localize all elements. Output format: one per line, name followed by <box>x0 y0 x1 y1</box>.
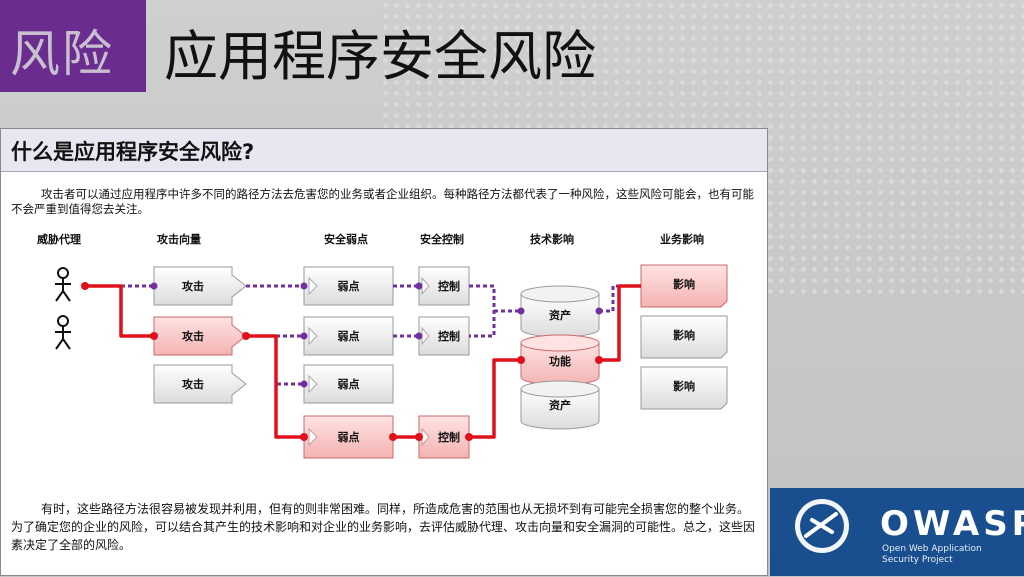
asset-label-2: 资产 <box>549 399 571 412</box>
asset-label-1: 资产 <box>549 309 571 322</box>
impact-box-2 <box>640 315 728 359</box>
function-cylinder <box>520 334 600 386</box>
impact-label-3: 影响 <box>673 380 695 393</box>
impact-label-2: 影响 <box>673 329 695 342</box>
function-label: 功能 <box>549 355 571 368</box>
impact-box-1 <box>640 264 728 308</box>
header-attack-vectors: 攻击向量 <box>157 233 201 246</box>
attack-box-2 <box>153 316 247 356</box>
red-path-dots <box>81 282 603 441</box>
section-tag-label: 风险 <box>10 25 114 83</box>
attack-label-3: 攻击 <box>182 378 204 391</box>
slide-title: 应用程序安全风险 <box>164 25 596 88</box>
control-box-3 <box>418 415 470 459</box>
weakness-label-4: 弱点 <box>337 431 360 444</box>
impact-label-1: 影响 <box>673 278 695 291</box>
section-tag: 风险 <box>0 0 146 92</box>
threat-agent-figure-2 <box>55 315 71 350</box>
weakness-label-2: 弱点 <box>337 330 360 343</box>
weakness-box-1 <box>303 266 394 306</box>
owasp-subtitle-line-2: Security Project <box>882 555 953 565</box>
purple-path-dots <box>150 282 603 388</box>
attack-box-1 <box>153 266 247 306</box>
owasp-wordmark: OWASP <box>880 504 1024 544</box>
header-weaknesses: 安全弱点 <box>324 233 368 246</box>
risk-path-diagram <box>55 264 728 459</box>
conclusion-paragraph: 有时，这些路径方法很容易被发现并利用，但有的则非常困难。同样，所造成危害的范围也… <box>11 502 756 552</box>
header-business-impacts: 业务影响 <box>660 233 704 246</box>
control-box-2 <box>418 316 470 356</box>
control-box-1 <box>418 266 470 306</box>
weakness-box-4 <box>303 415 394 459</box>
control-label-3: 控制 <box>438 431 460 444</box>
owasp-subtitle-line-1: Open Web Application <box>882 544 982 554</box>
header-threat-agents: 威胁代理 <box>37 233 81 246</box>
attack-label-2: 攻击 <box>182 330 204 343</box>
attack-box-3 <box>153 364 247 404</box>
weakness-label-1: 弱点 <box>337 280 360 293</box>
content-panel: 什么是应用程序安全风险? 攻击者可以通过应用程序中许多不同的路径方法去危害您的业… <box>0 128 768 576</box>
control-label-2: 控制 <box>438 330 460 343</box>
owasp-subtitle: Open Web Application Security Project <box>882 544 982 566</box>
owasp-wasp-icon <box>795 499 849 553</box>
control-label-1: 控制 <box>438 280 460 293</box>
intro-paragraph: 攻击者可以通过应用程序中许多不同的路径方法去危害您的业务或者企业组织。每种路径方… <box>11 187 754 216</box>
red-attack-path <box>85 284 641 439</box>
threat-agent-figure-1 <box>55 267 71 302</box>
owasp-logo: OWASP Open Web Application Security Proj… <box>770 488 1024 576</box>
header-controls: 安全控制 <box>420 233 464 246</box>
panel-heading: 什么是应用程序安全风险? <box>11 140 255 164</box>
attack-label-1: 攻击 <box>182 280 204 293</box>
asset-cylinder-1 <box>520 285 600 338</box>
weakness-box-2 <box>303 316 394 356</box>
header-technical-impacts: 技术影响 <box>530 233 574 246</box>
weakness-label-3: 弱点 <box>337 378 360 391</box>
panel-header: 什么是应用程序安全风险? <box>1 129 767 172</box>
asset-cylinder-2 <box>520 380 600 430</box>
impact-box-3 <box>640 366 728 410</box>
